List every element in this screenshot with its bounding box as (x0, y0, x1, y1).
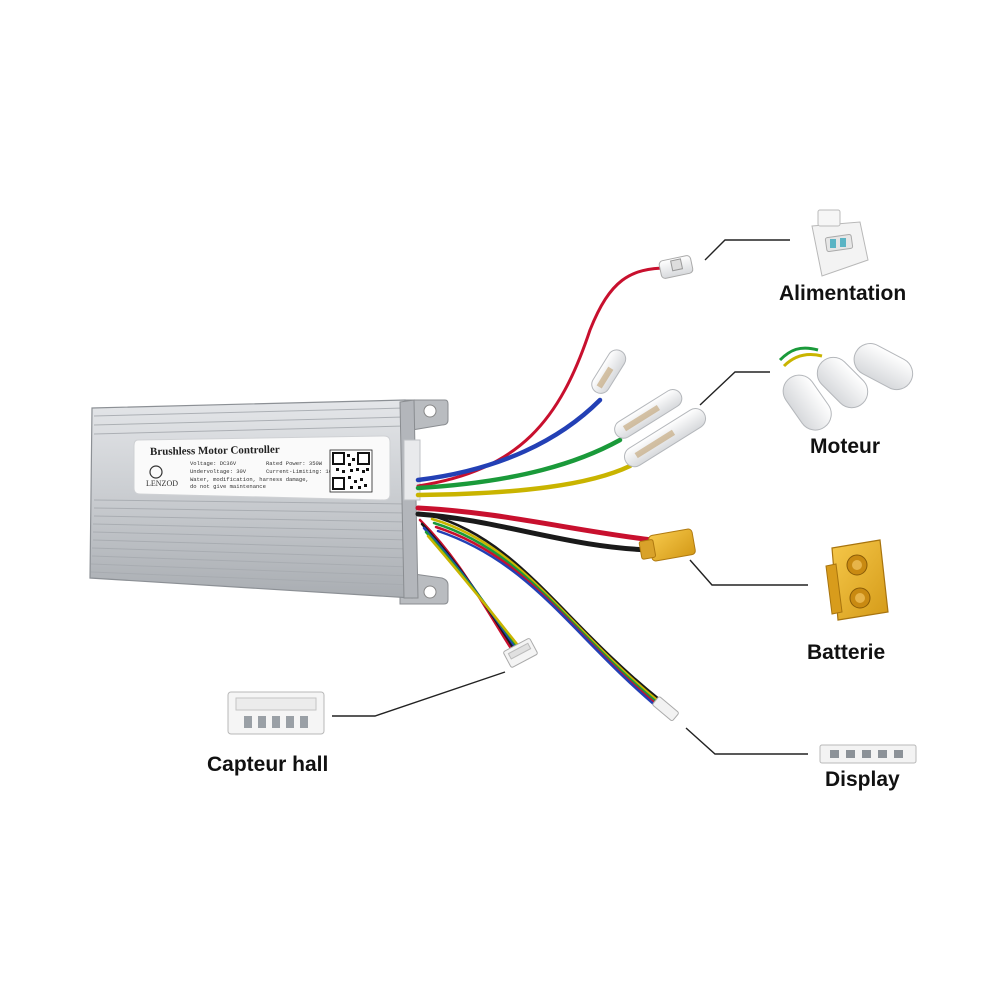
callout-power-label: Alimentation (779, 282, 907, 305)
callout-battery-label: Batterie (807, 641, 886, 664)
wire-battery-red (415, 505, 655, 543)
power-connector-illustration (811, 209, 869, 277)
leader-display (685, 727, 808, 755)
leader-battery (689, 559, 808, 586)
spec-voltage: Voltage: DC36V (190, 460, 237, 467)
qr-code (329, 449, 373, 493)
leader-hall (332, 671, 506, 717)
power-plug (658, 255, 694, 279)
wire-battery-black (415, 511, 655, 553)
motor-bullet-sleeves (591, 349, 707, 468)
display-plug (652, 696, 679, 721)
wire-harness (415, 266, 670, 718)
battery-xt60-plug (638, 528, 696, 562)
hall-connector-illustration (227, 691, 325, 735)
brand-logo-text: LENZOD (146, 479, 178, 488)
warning-line-1: Water, modification, harness damage, (190, 476, 309, 483)
spec-current: Current-Limiting: 16A (266, 468, 336, 475)
display-connector-illustration (819, 744, 917, 764)
motor-connector-illustration (778, 343, 914, 431)
leader-power (704, 239, 790, 261)
callout-motor-label: Moteur (810, 435, 880, 458)
battery-connector-illustration (825, 539, 889, 621)
spec-undervoltage: Undervoltage: 30V (190, 468, 247, 475)
leader-motor (699, 371, 770, 406)
spec-label: Brushless Motor Controller LENZOD Voltag… (133, 435, 391, 501)
callout-hall-label: Capteur hall (207, 753, 329, 776)
callout-leaders (332, 239, 808, 755)
controller-title: Brushless Motor Controller (150, 444, 280, 458)
wire-phase-blue (415, 397, 603, 483)
warning-line-2: do not give maintenance (190, 483, 266, 490)
spec-rated-power: Rated Power: 350W (266, 460, 323, 467)
wire-phase-green (415, 437, 623, 491)
hall-plug (503, 638, 538, 668)
callout-display-label: Display (825, 768, 900, 791)
wire-phase-yellow (415, 463, 633, 498)
controller-box: Brushless Motor Controller LENZOD Voltag… (89, 399, 449, 605)
